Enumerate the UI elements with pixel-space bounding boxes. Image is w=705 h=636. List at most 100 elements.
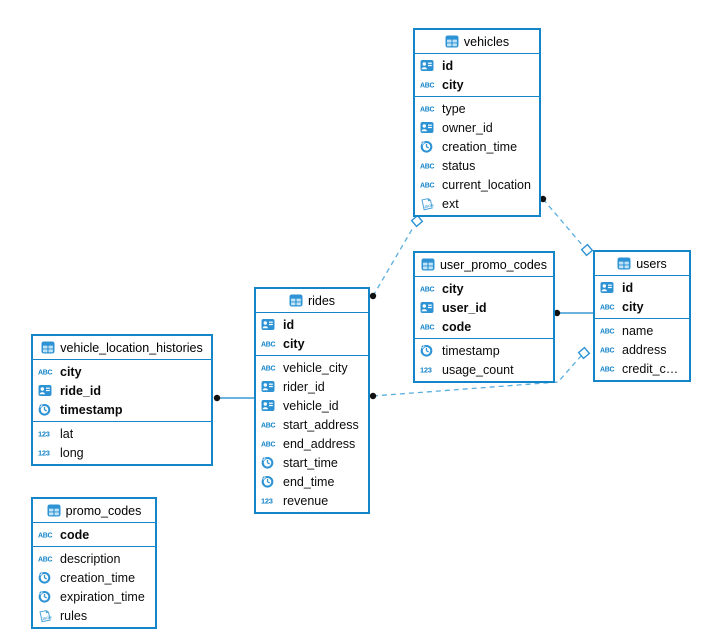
column-row[interactable]: JSON ext (415, 194, 539, 213)
string-abc-icon: ABC (261, 338, 278, 349)
column-row[interactable]: ABC name (595, 321, 689, 340)
column-name: creation_time (60, 570, 136, 585)
string-abc-icon: ABC (38, 529, 55, 540)
svg-text:ABC: ABC (600, 329, 615, 336)
column-row[interactable]: rider_id (256, 377, 368, 396)
svg-text:ABC: ABC (261, 366, 276, 373)
column-name: code (60, 527, 90, 542)
relationship-vehicle_location_histories-to-rides (213, 394, 254, 402)
column-name: id (622, 280, 634, 295)
primary-key-row[interactable]: ride_id (33, 381, 211, 400)
relationship-endpoint-dot (213, 394, 221, 402)
table-header-users[interactable]: users (595, 252, 689, 276)
column-name: description (60, 551, 121, 566)
clock-icon (38, 571, 55, 584)
table-header-vehicle_location_histories[interactable]: vehicle_location_histories (33, 336, 211, 360)
column-row[interactable]: creation_time (415, 137, 539, 156)
primary-key-row[interactable]: id (256, 315, 368, 334)
clock-icon (38, 590, 55, 603)
column-row[interactable]: end_time (256, 472, 368, 491)
column-row[interactable]: start_time (256, 453, 368, 472)
string-abc-icon: ABC (420, 179, 437, 190)
column-name: timestamp (60, 402, 123, 417)
column-name: end_address (283, 436, 356, 451)
column-row[interactable]: creation_time (33, 568, 155, 587)
column-name: id (442, 58, 454, 73)
primary-key-row[interactable]: timestamp (33, 400, 211, 419)
relationship-user_promo_codes-to-users (553, 309, 593, 317)
column-row[interactable]: timestamp (415, 341, 553, 360)
column-name: ext (442, 196, 459, 211)
table-header-promo_codes[interactable]: promo_codes (33, 499, 155, 523)
primary-key-row[interactable]: ABC city (415, 279, 553, 298)
column-name: id (283, 317, 295, 332)
primary-key-row[interactable]: id (415, 56, 539, 75)
id-card-icon (420, 121, 437, 134)
clock-icon (420, 140, 437, 153)
json-document-icon: JSON (420, 197, 437, 211)
table-title: rides (307, 293, 336, 308)
string-abc-icon: ABC (38, 366, 55, 377)
relationship-endpoint-dot (369, 392, 377, 400)
table-header-user_promo_codes[interactable]: user_promo_codes (415, 253, 553, 277)
svg-text:ABC: ABC (420, 325, 435, 332)
svg-text:JSON: JSON (42, 615, 52, 621)
svg-text:ABC: ABC (420, 183, 435, 190)
column-name: creation_time (442, 139, 518, 154)
relationship-rides-to-vehicles (369, 214, 424, 300)
column-name: city (622, 299, 644, 314)
id-card-icon (261, 318, 278, 331)
column-name: name (622, 323, 654, 338)
string-abc-icon: ABC (420, 283, 437, 294)
relationship-rides-to-users (369, 346, 591, 400)
primary-key-row[interactable]: ABC code (33, 525, 155, 544)
column-name: rider_id (283, 379, 325, 394)
table-header-vehicles[interactable]: vehicles (415, 30, 539, 54)
column-name: user_id (442, 300, 487, 315)
relationship-diamond-marker (580, 243, 594, 257)
svg-text:JSON: JSON (424, 203, 434, 209)
table-header-rides[interactable]: rides (256, 289, 368, 313)
column-name: city (442, 281, 464, 296)
column-name: lat (60, 426, 74, 441)
primary-key-row[interactable]: user_id (415, 298, 553, 317)
column-row[interactable]: vehicle_id (256, 396, 368, 415)
string-abc-icon: ABC (600, 301, 617, 312)
table-title: user_promo_codes (439, 257, 547, 272)
column-row[interactable]: ABC vehicle_city (256, 358, 368, 377)
column-row[interactable]: owner_id (415, 118, 539, 137)
primary-key-row[interactable]: id (595, 278, 689, 297)
column-name: ride_id (60, 383, 101, 398)
primary-key-row[interactable]: ABC city (595, 297, 689, 316)
id-card-icon (261, 380, 278, 393)
column-row[interactable]: expiration_time (33, 587, 155, 606)
column-name: vehicle_city (283, 360, 348, 375)
